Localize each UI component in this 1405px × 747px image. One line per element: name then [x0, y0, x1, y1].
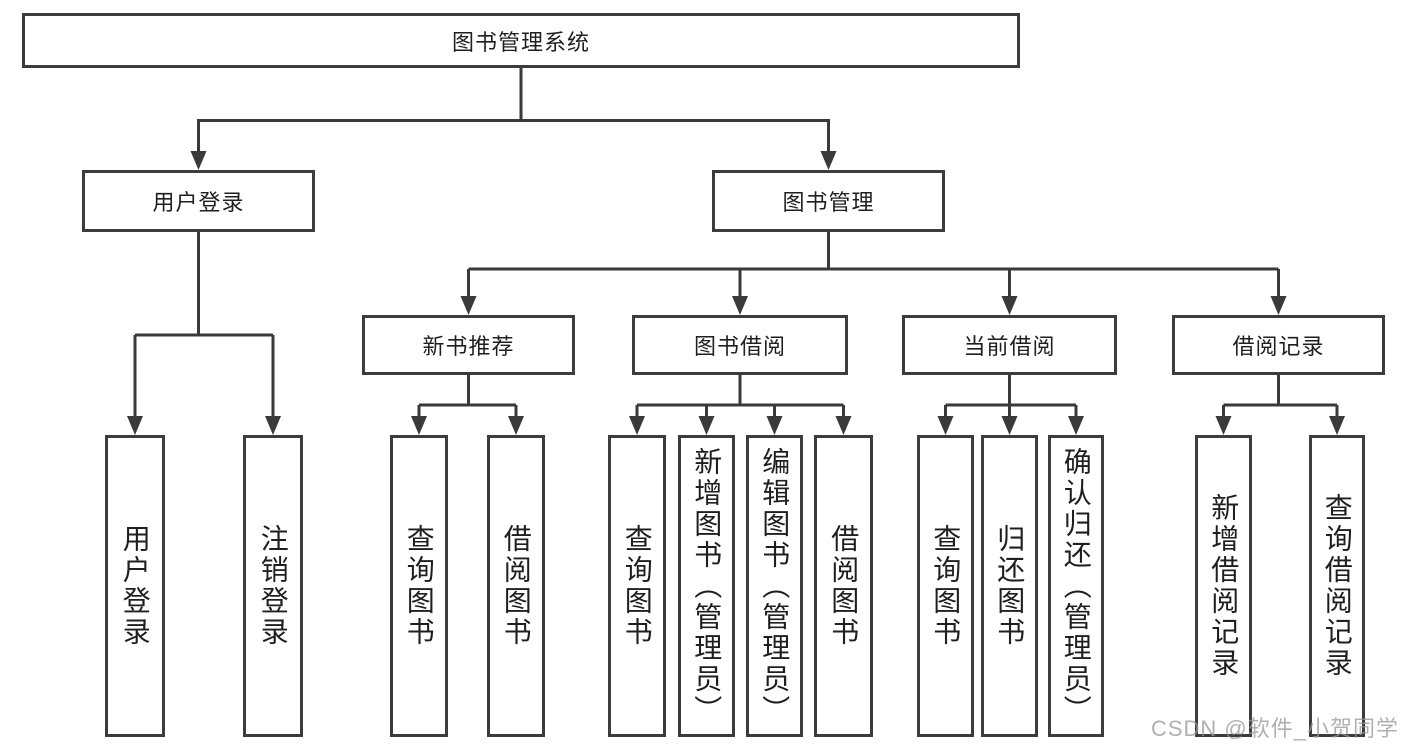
arrowhead-icon: [820, 151, 837, 170]
arrowhead-icon: [937, 416, 954, 435]
leaf-query-books-recommend-label: 查询图书: [403, 524, 435, 648]
arrowhead-icon: [835, 416, 852, 435]
connector-new-book-recommend-to-leaves: [417, 375, 518, 418]
leaf-return-books: 归还图书: [981, 435, 1038, 737]
connector-current-borrow-to-leaves: [944, 375, 1078, 418]
node-new-book-recommend: 新书推荐: [362, 315, 575, 375]
connector-user-login-to-leaves: [133, 232, 275, 418]
arrowhead-icon: [766, 416, 783, 435]
arrowhead-icon: [508, 416, 524, 435]
arrowhead-icon: [127, 416, 143, 435]
leaf-borrow-books: 借阅图书: [814, 435, 873, 737]
arrowhead-icon: [460, 296, 477, 315]
arrowhead-icon: [698, 416, 715, 435]
node-root: 图书管理系统: [22, 13, 1020, 68]
leaf-query-borrow-record: 查询借阅记录: [1309, 435, 1365, 737]
node-borrow-record: 借阅记录: [1172, 315, 1385, 375]
arrowhead-icon: [1215, 416, 1232, 435]
leaf-add-books-label: 新增图书（管理员）: [691, 446, 723, 726]
arrowhead-icon: [629, 416, 645, 435]
arrowhead-icon: [411, 416, 427, 435]
leaf-add-borrow-record-label: 新增借阅记录: [1208, 493, 1240, 679]
leaf-logout-label: 注销登录: [257, 524, 289, 648]
leaf-query-books-borrow-label: 查询图书: [621, 524, 653, 648]
node-current-borrow: 当前借阅: [902, 315, 1117, 375]
connector-book-borrow-to-leaves: [635, 375, 845, 418]
arrowheads: [127, 151, 1345, 435]
leaf-query-books-recommend: 查询图书: [390, 435, 448, 737]
leaf-user-login: 用户登录: [105, 435, 165, 737]
leaf-confirm-return-label: 确认归还（管理员）: [1060, 446, 1092, 726]
arrowhead-icon: [1068, 416, 1084, 435]
node-book-borrow: 图书借阅: [632, 315, 848, 375]
leaf-query-books-current: 查询图书: [917, 435, 974, 737]
arrowhead-icon: [265, 416, 281, 435]
arrowhead-icon: [732, 296, 748, 315]
arrowhead-icon: [190, 151, 207, 170]
node-user-login: 用户登录: [82, 170, 315, 232]
leaf-logout: 注销登录: [243, 435, 303, 737]
leaf-add-borrow-record: 新增借阅记录: [1195, 435, 1252, 737]
leaf-edit-books: 编辑图书（管理员）: [746, 435, 803, 737]
leaf-query-books-current-label: 查询图书: [930, 524, 962, 648]
leaf-borrow-books-label: 借阅图书: [828, 524, 860, 648]
leaf-query-borrow-record-label: 查询借阅记录: [1321, 493, 1353, 679]
connector-paths: [133, 68, 1339, 418]
leaf-borrow-books-recommend: 借阅图书: [487, 435, 545, 737]
connector-borrow-record-to-leaves: [1222, 375, 1339, 418]
node-book-management: 图书管理: [712, 170, 945, 232]
leaf-query-books-borrow: 查询图书: [608, 435, 666, 737]
leaf-confirm-return: 确认归还（管理员）: [1048, 435, 1104, 737]
connector-root-to-level2: [197, 68, 830, 153]
leaf-edit-books-label: 编辑图书（管理员）: [759, 446, 791, 726]
arrowhead-icon: [1329, 416, 1345, 435]
leaf-user-login-label: 用户登录: [119, 524, 151, 648]
leaf-return-books-label: 归还图书: [994, 524, 1026, 648]
arrowhead-icon: [1001, 416, 1018, 435]
leaf-borrow-books-recommend-label: 借阅图书: [500, 524, 532, 648]
arrowhead-icon: [1001, 296, 1018, 315]
arrowhead-icon: [1270, 296, 1287, 315]
connector-book-management-to-level3: [467, 232, 1280, 298]
leaf-add-books: 新增图书（管理员）: [678, 435, 735, 737]
